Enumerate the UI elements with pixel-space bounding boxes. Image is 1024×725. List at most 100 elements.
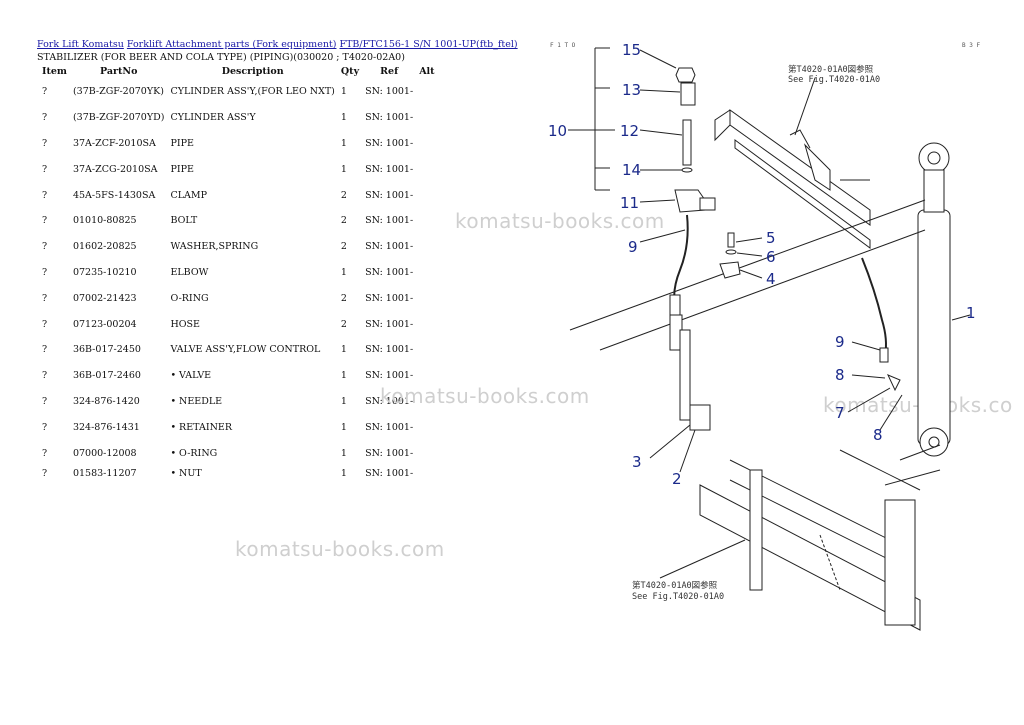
callout-number: 4 (766, 270, 776, 288)
cell-description: CLAMP (170, 189, 207, 201)
cell-partno: 07000-12008 (72, 447, 137, 459)
cell-description: BOLT (170, 215, 198, 227)
col-header-alt: Alt (419, 66, 435, 77)
callout-number: 8 (873, 426, 883, 444)
cell-item: ? (42, 467, 48, 479)
cell-ref: SN: 1001- (365, 467, 414, 479)
cell-item: ? (42, 163, 48, 175)
cell-ref: SN: 1001- (365, 215, 414, 227)
callout-number: 12 (620, 122, 639, 140)
cell-qty: 1 (340, 344, 347, 356)
cell-item: ? (42, 266, 48, 278)
cell-ref: SN: 1001- (365, 163, 414, 175)
cell-description: O-RING (170, 292, 209, 304)
cell-qty: 1 (340, 370, 347, 382)
callout-number: 11 (620, 194, 639, 212)
cell-item: ? (42, 344, 48, 356)
callout-number: 9 (835, 333, 845, 351)
cell-ref: SN: 1001- (365, 112, 414, 124)
callout-number: 13 (622, 81, 641, 99)
cell-item: ? (42, 241, 48, 253)
cell-alt (416, 440, 442, 466)
cell-alt (416, 414, 442, 440)
cell-qty: 2 (340, 215, 347, 227)
cell-qty: 1 (340, 112, 347, 124)
corner-code-left: F 1 T O (550, 42, 576, 49)
cell-alt (416, 466, 442, 481)
cell-ref: SN: 1001- (365, 447, 414, 459)
callout-number: 14 (622, 161, 641, 179)
cell-alt (416, 260, 442, 286)
cell-alt (416, 311, 442, 337)
cell-ref: SN: 1001- (365, 86, 414, 98)
cell-alt (416, 234, 442, 260)
cell-item: ? (42, 215, 48, 227)
cell-item: ? (42, 189, 48, 201)
see-fig-note-bottom-jp: 第T4020-01A0図参照 (632, 580, 718, 591)
cell-alt (416, 182, 442, 208)
cell-item: ? (42, 447, 48, 459)
table-row: ?(37B-ZGF-2070YK)CYLINDER ASS'Y,(FOR LEO… (34, 79, 442, 105)
cell-qty: 1 (340, 137, 347, 149)
col-header-description: Description (221, 66, 284, 77)
cell-description: ELBOW (170, 266, 209, 278)
cell-alt (416, 337, 442, 363)
see-fig-note-top-en: See Fig.T4020-01A0 (788, 75, 880, 85)
cell-item: ? (42, 292, 48, 304)
callout-number: 2 (672, 470, 682, 488)
cell-alt (416, 285, 442, 311)
breadcrumb-link-category[interactable]: Forklift Attachment parts (Fork equipmen… (126, 39, 337, 50)
cell-qty: 1 (340, 467, 347, 479)
cell-description: • NEEDLE (170, 395, 223, 407)
breadcrumb-link-model[interactable]: FTB/FTC156-1 S/N 1001-UP(ftb_ftel) (339, 39, 518, 50)
breadcrumb-link-brand[interactable]: Fork Lift Komatsu (37, 39, 124, 50)
cell-item: ? (42, 370, 48, 382)
table-row: ? 01010-80825 BOLT 2 SN: 1001- (34, 208, 442, 234)
callout-number: 7 (835, 404, 845, 422)
cell-qty: 2 (340, 189, 347, 201)
cell-qty: 1 (340, 266, 347, 278)
cell-alt (416, 131, 442, 157)
cell-partno: 45A-5FS-1430SA (72, 189, 156, 201)
cell-ref: SN: 1001- (365, 292, 414, 304)
table-row: ? 01583-11207 • NUT 1 SN: 1001- (34, 466, 442, 481)
cell-description: HOSE (170, 318, 200, 330)
corner-code-right: B 3 F (962, 42, 980, 49)
cell-qty: 2 (340, 318, 347, 330)
cell-description: • RETAINER (170, 421, 232, 433)
table-header-row: Item PartNo Description Qty Ref Alt (34, 64, 442, 79)
cell-qty: 2 (340, 241, 347, 253)
cell-partno: 01583-11207 (72, 467, 137, 479)
col-header-ref: Ref (380, 66, 399, 77)
cell-description: WASHER,SPRING (170, 241, 259, 253)
parts-table: Item PartNo Description Qty Ref Alt ?(37… (34, 64, 442, 481)
cell-ref: SN: 1001- (365, 395, 414, 407)
cell-item: ? (42, 421, 48, 433)
callout-number: 15 (622, 41, 641, 59)
breadcrumb: Fork Lift Komatsu Forklift Attachment pa… (37, 39, 518, 50)
cell-description: • NUT (170, 467, 202, 479)
cell-qty: 1 (340, 86, 347, 98)
cell-ref: SN: 1001- (365, 137, 414, 149)
callout-number: 8 (835, 366, 845, 384)
cell-alt (416, 79, 442, 105)
cell-alt (416, 105, 442, 131)
cell-partno: 01010-80825 (72, 215, 137, 227)
callout-number: 6 (766, 248, 776, 266)
cell-description: PIPE (170, 163, 194, 175)
cell-qty: 1 (340, 395, 347, 407)
watermark: komatsu-books.com (235, 537, 445, 561)
cell-partno: 07002-21423 (72, 292, 137, 304)
cell-item: ? (42, 395, 48, 407)
cell-description: • VALVE (170, 370, 212, 382)
col-header-qty: Qty (340, 66, 360, 77)
